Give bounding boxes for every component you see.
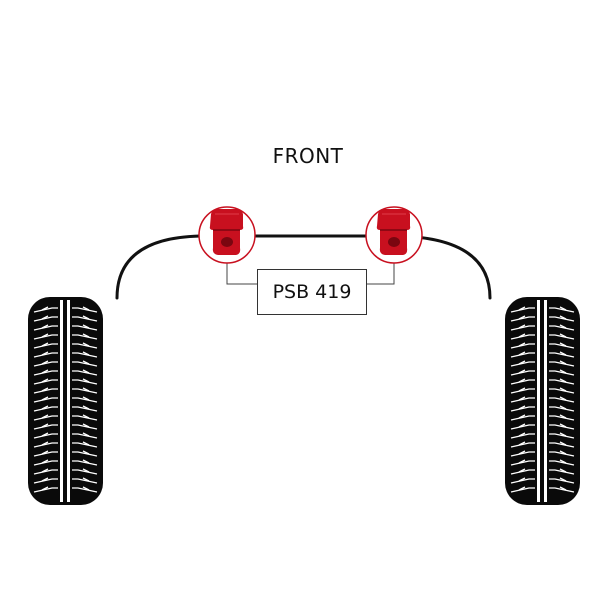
leader-line-left xyxy=(226,262,257,285)
anti-roll-bar xyxy=(115,234,492,300)
wheel-left xyxy=(28,297,103,505)
bushing-icon xyxy=(209,208,244,255)
part-number-label: PSB 419 xyxy=(272,281,352,303)
bushing-right xyxy=(365,206,423,264)
leader-line-right xyxy=(367,262,395,285)
bushing-icon xyxy=(376,208,411,255)
part-number-box: PSB 419 xyxy=(257,269,367,315)
bushing-left xyxy=(198,206,256,264)
front-direction-label: FRONT xyxy=(272,144,344,168)
wheel-right xyxy=(505,297,580,505)
